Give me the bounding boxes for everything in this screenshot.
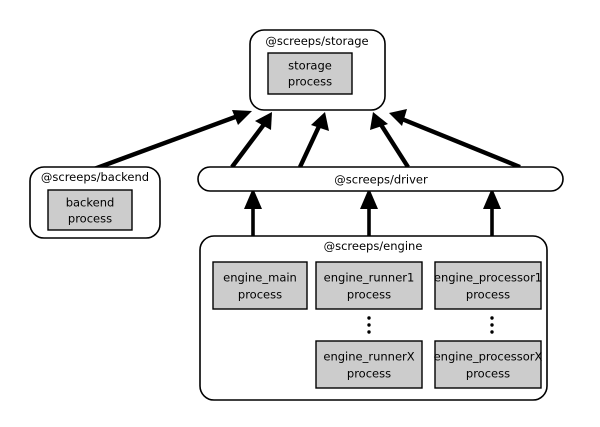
process-engine-runnerx[interactable]: engine_runnerX process [315, 340, 423, 389]
group-storage-label: @screeps/storage [265, 34, 368, 48]
process-engine-processor1[interactable]: engine_processor1 process [434, 261, 542, 310]
arrow-backend-to-storage [85, 110, 252, 175]
process-storage-name: storage [288, 59, 332, 73]
process-engine-processorx-box [434, 340, 542, 389]
process-engine-runnerx-name: engine_runnerX [323, 350, 414, 364]
process-engine-processor1-box [434, 261, 542, 310]
process-storage-box [267, 52, 353, 95]
process-engine-main-box [212, 261, 308, 310]
arrow-engine-processor-to-driver [483, 188, 501, 236]
arrow-driver-left-to-storage [230, 112, 272, 169]
group-engine-label: @screeps/engine [324, 239, 423, 253]
process-engine-main-kind: process [238, 288, 282, 302]
group-backend[interactable]: @screeps/backend backend process [29, 166, 161, 239]
arrow-driver-midleft-to-storage [298, 112, 329, 168]
process-engine-runner1-name: engine_runner1 [324, 271, 415, 285]
process-storage-kind: process [288, 75, 332, 89]
process-engine-processorx-name: engine_processorX [434, 350, 543, 364]
arrow-driver-midright-to-storage [370, 112, 410, 169]
process-engine-runner1[interactable]: engine_runner1 process [315, 261, 423, 310]
process-engine-runner1-box [315, 261, 423, 310]
vertical-ellipsis-icon-processors [490, 316, 494, 334]
process-backend-name: backend [66, 196, 115, 210]
vertical-ellipsis-icon-runners [367, 316, 371, 334]
process-engine-main-name: engine_main [223, 271, 297, 285]
group-backend-label: @screeps/backend [41, 170, 149, 184]
process-storage[interactable]: storage process [267, 52, 353, 95]
process-engine-runner1-kind: process [347, 288, 391, 302]
group-driver[interactable]: @screeps/driver [197, 166, 564, 192]
process-engine-processorx[interactable]: engine_processorX process [434, 340, 543, 389]
process-engine-runnerx-kind: process [347, 367, 391, 381]
process-backend-box [47, 189, 133, 231]
group-storage[interactable]: @screeps/storage storage process [249, 29, 386, 111]
process-engine-processor1-kind: process [466, 288, 510, 302]
group-driver-label: @screeps/driver [334, 173, 428, 187]
process-backend-kind: process [68, 212, 112, 226]
group-engine[interactable]: @screeps/engine engine_main process engi… [199, 235, 548, 401]
arrow-driver-right-to-storage [389, 109, 521, 170]
process-engine-processorx-kind: process [466, 367, 510, 381]
process-engine-main[interactable]: engine_main process [212, 261, 308, 310]
process-engine-processor1-name: engine_processor1 [434, 271, 542, 285]
group-driver-outline [197, 166, 564, 192]
arrow-engine-runner-to-driver [360, 188, 378, 236]
process-backend[interactable]: backend process [47, 189, 133, 231]
arrow-engine-main-to-driver [244, 188, 262, 236]
process-engine-runnerx-box [315, 340, 423, 389]
